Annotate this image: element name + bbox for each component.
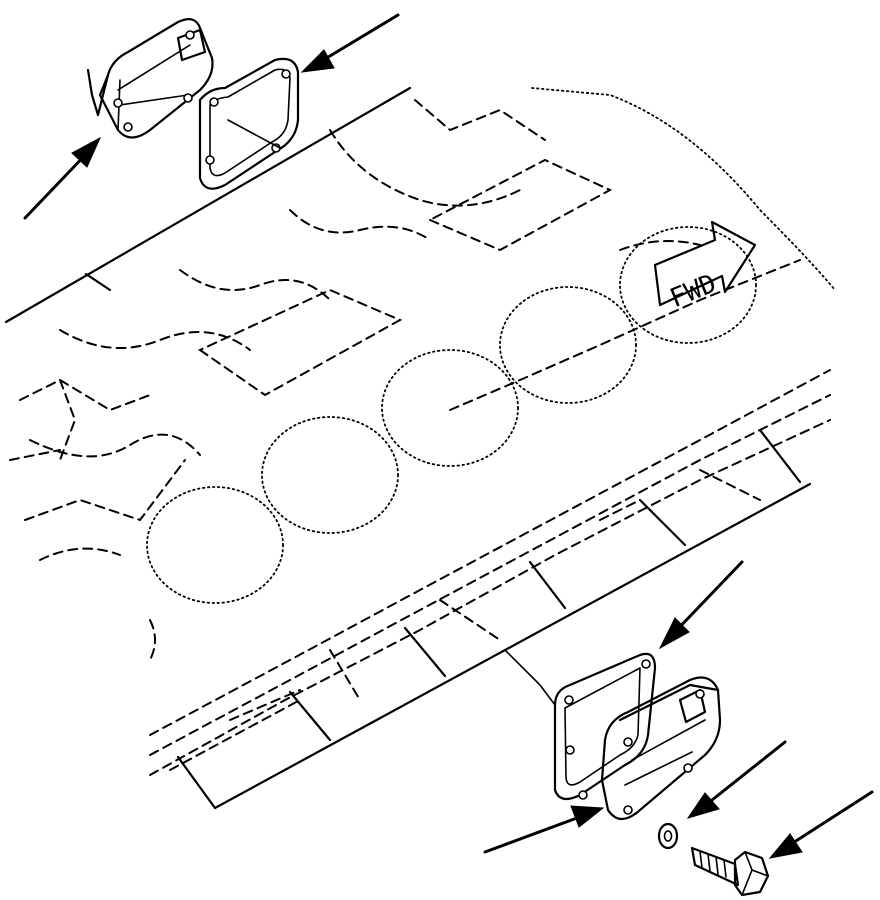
bolt — [690, 846, 770, 897]
callout-arrow-rear-cover — [23, 136, 102, 220]
front-gasket — [504, 649, 657, 801]
washer — [657, 822, 679, 850]
fwd-direction-plate: FWD — [653, 220, 757, 314]
callout-arrow-rear-gasket — [300, 13, 400, 73]
callout-arrow-washer — [686, 740, 787, 819]
callout-arrows — [23, 13, 874, 859]
fwd-label: FWD — [666, 269, 721, 314]
front-cover — [600, 676, 722, 821]
callout-arrow-front-cover — [483, 805, 605, 854]
hidden-lines — [9, 99, 831, 776]
rear-gasket — [198, 57, 300, 190]
callout-arrow-front-gasket — [658, 560, 744, 650]
callout-arrow-bolt — [768, 790, 874, 859]
rear-cover — [86, 17, 214, 139]
engine-block: FWD — [4, 86, 836, 810]
cylinder-bores — [146, 226, 757, 604]
